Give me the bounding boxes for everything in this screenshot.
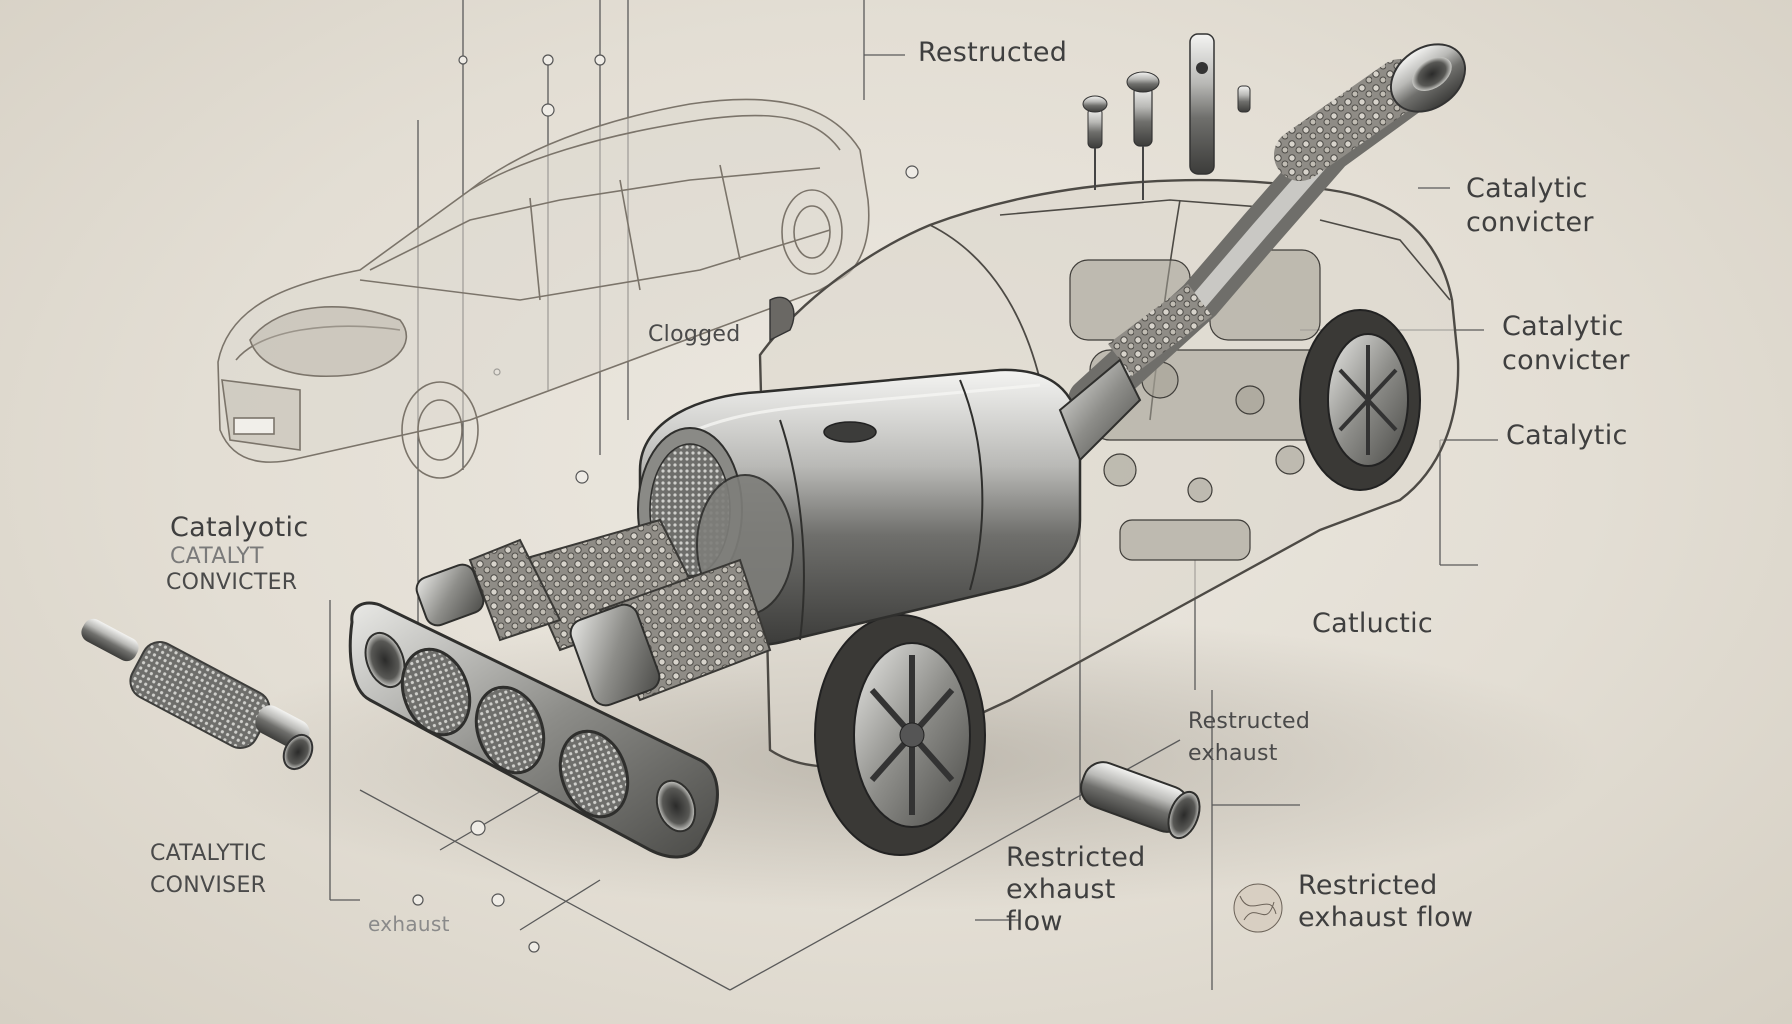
- label-catluctic: Catluctic: [1312, 608, 1434, 639]
- label-catalyotic-left: Catalyotic: [170, 512, 309, 543]
- label-catalytic-convicter-1: Catalytic convicter: [1466, 173, 1594, 238]
- clogged-inlets: [415, 518, 772, 707]
- label-catalyt-left: CATALYT: [170, 544, 264, 569]
- ghost-sedan: [217, 98, 870, 479]
- label-restricted-exhaust-flow-right: Restricted exhaust flow: [1298, 870, 1474, 933]
- label-restructed-top: Restructed: [918, 37, 1068, 68]
- pipe-segment-right: [1080, 761, 1201, 840]
- catalytic-converter-main: [637, 358, 1142, 647]
- label-restricted-exhaust-flow-center: Restricted exhaust flow: [1006, 842, 1146, 937]
- label-catalytic-conviser: CATALYTIC CONVISER: [150, 841, 267, 898]
- label-convicter-left: CONVICTER: [166, 570, 298, 595]
- clog-sketch-icon: [1233, 883, 1283, 933]
- main-car-body: [758, 178, 1460, 856]
- exhaust-manifold: [348, 601, 719, 859]
- label-exhaust-bottom: exhaust: [368, 912, 450, 936]
- sensor-probes: [1082, 33, 1251, 200]
- label-clogged: Clogged: [648, 322, 741, 347]
- label-catalytic-convicter-2: Catalytic convicter: [1502, 311, 1630, 376]
- small-muffler-left: [81, 618, 314, 771]
- label-catalytic-right: Catalytic: [1506, 420, 1628, 451]
- exhaust-pipe-rear: [1068, 43, 1467, 422]
- label-restructed-exhaust: Restructed exhaust: [1188, 709, 1311, 766]
